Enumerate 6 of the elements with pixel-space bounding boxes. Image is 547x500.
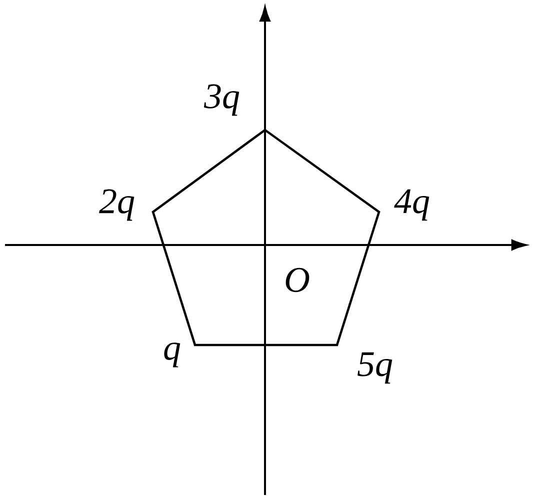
origin-label: O — [286, 268, 310, 292]
charge-label: 3q — [204, 84, 240, 116]
charge-label: 2q — [99, 189, 134, 221]
charge-label: 4q — [394, 189, 430, 221]
charge-label: q — [164, 342, 180, 368]
charge-label: 5q — [358, 352, 392, 384]
